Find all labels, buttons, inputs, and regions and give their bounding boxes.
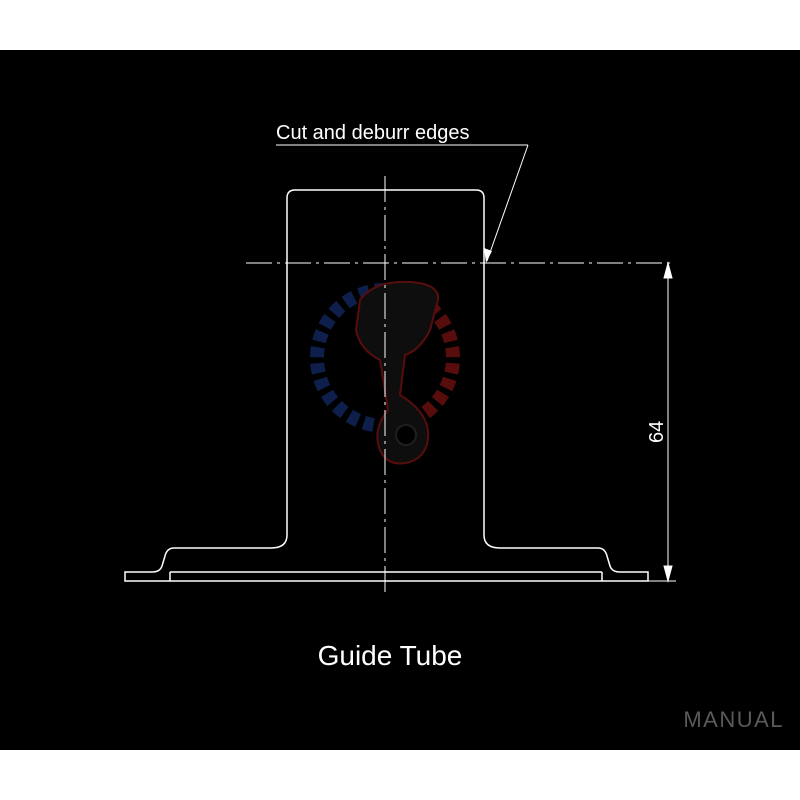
dimension-arrow-up-icon: [663, 261, 673, 279]
piston-gear-logo: [310, 280, 460, 465]
tube-body: [124, 189, 649, 582]
logo-piston-icon: [354, 280, 440, 465]
dimension-line: [648, 261, 676, 583]
drawing-caption: Guide Tube: [317, 640, 463, 671]
callout-leader: [276, 144, 529, 263]
manual-watermark: MANUAL: [683, 707, 784, 732]
dimension-arrow-down-icon: [663, 565, 673, 583]
callout-text: Cut and deburr edges: [276, 122, 469, 144]
guide-tube-outline: [124, 189, 649, 582]
logo-gear-blue: [310, 283, 386, 433]
dimension-value: 64: [646, 421, 668, 443]
logo-rod-eye-icon: [395, 424, 417, 446]
leader-arrowhead-icon: [484, 248, 492, 263]
